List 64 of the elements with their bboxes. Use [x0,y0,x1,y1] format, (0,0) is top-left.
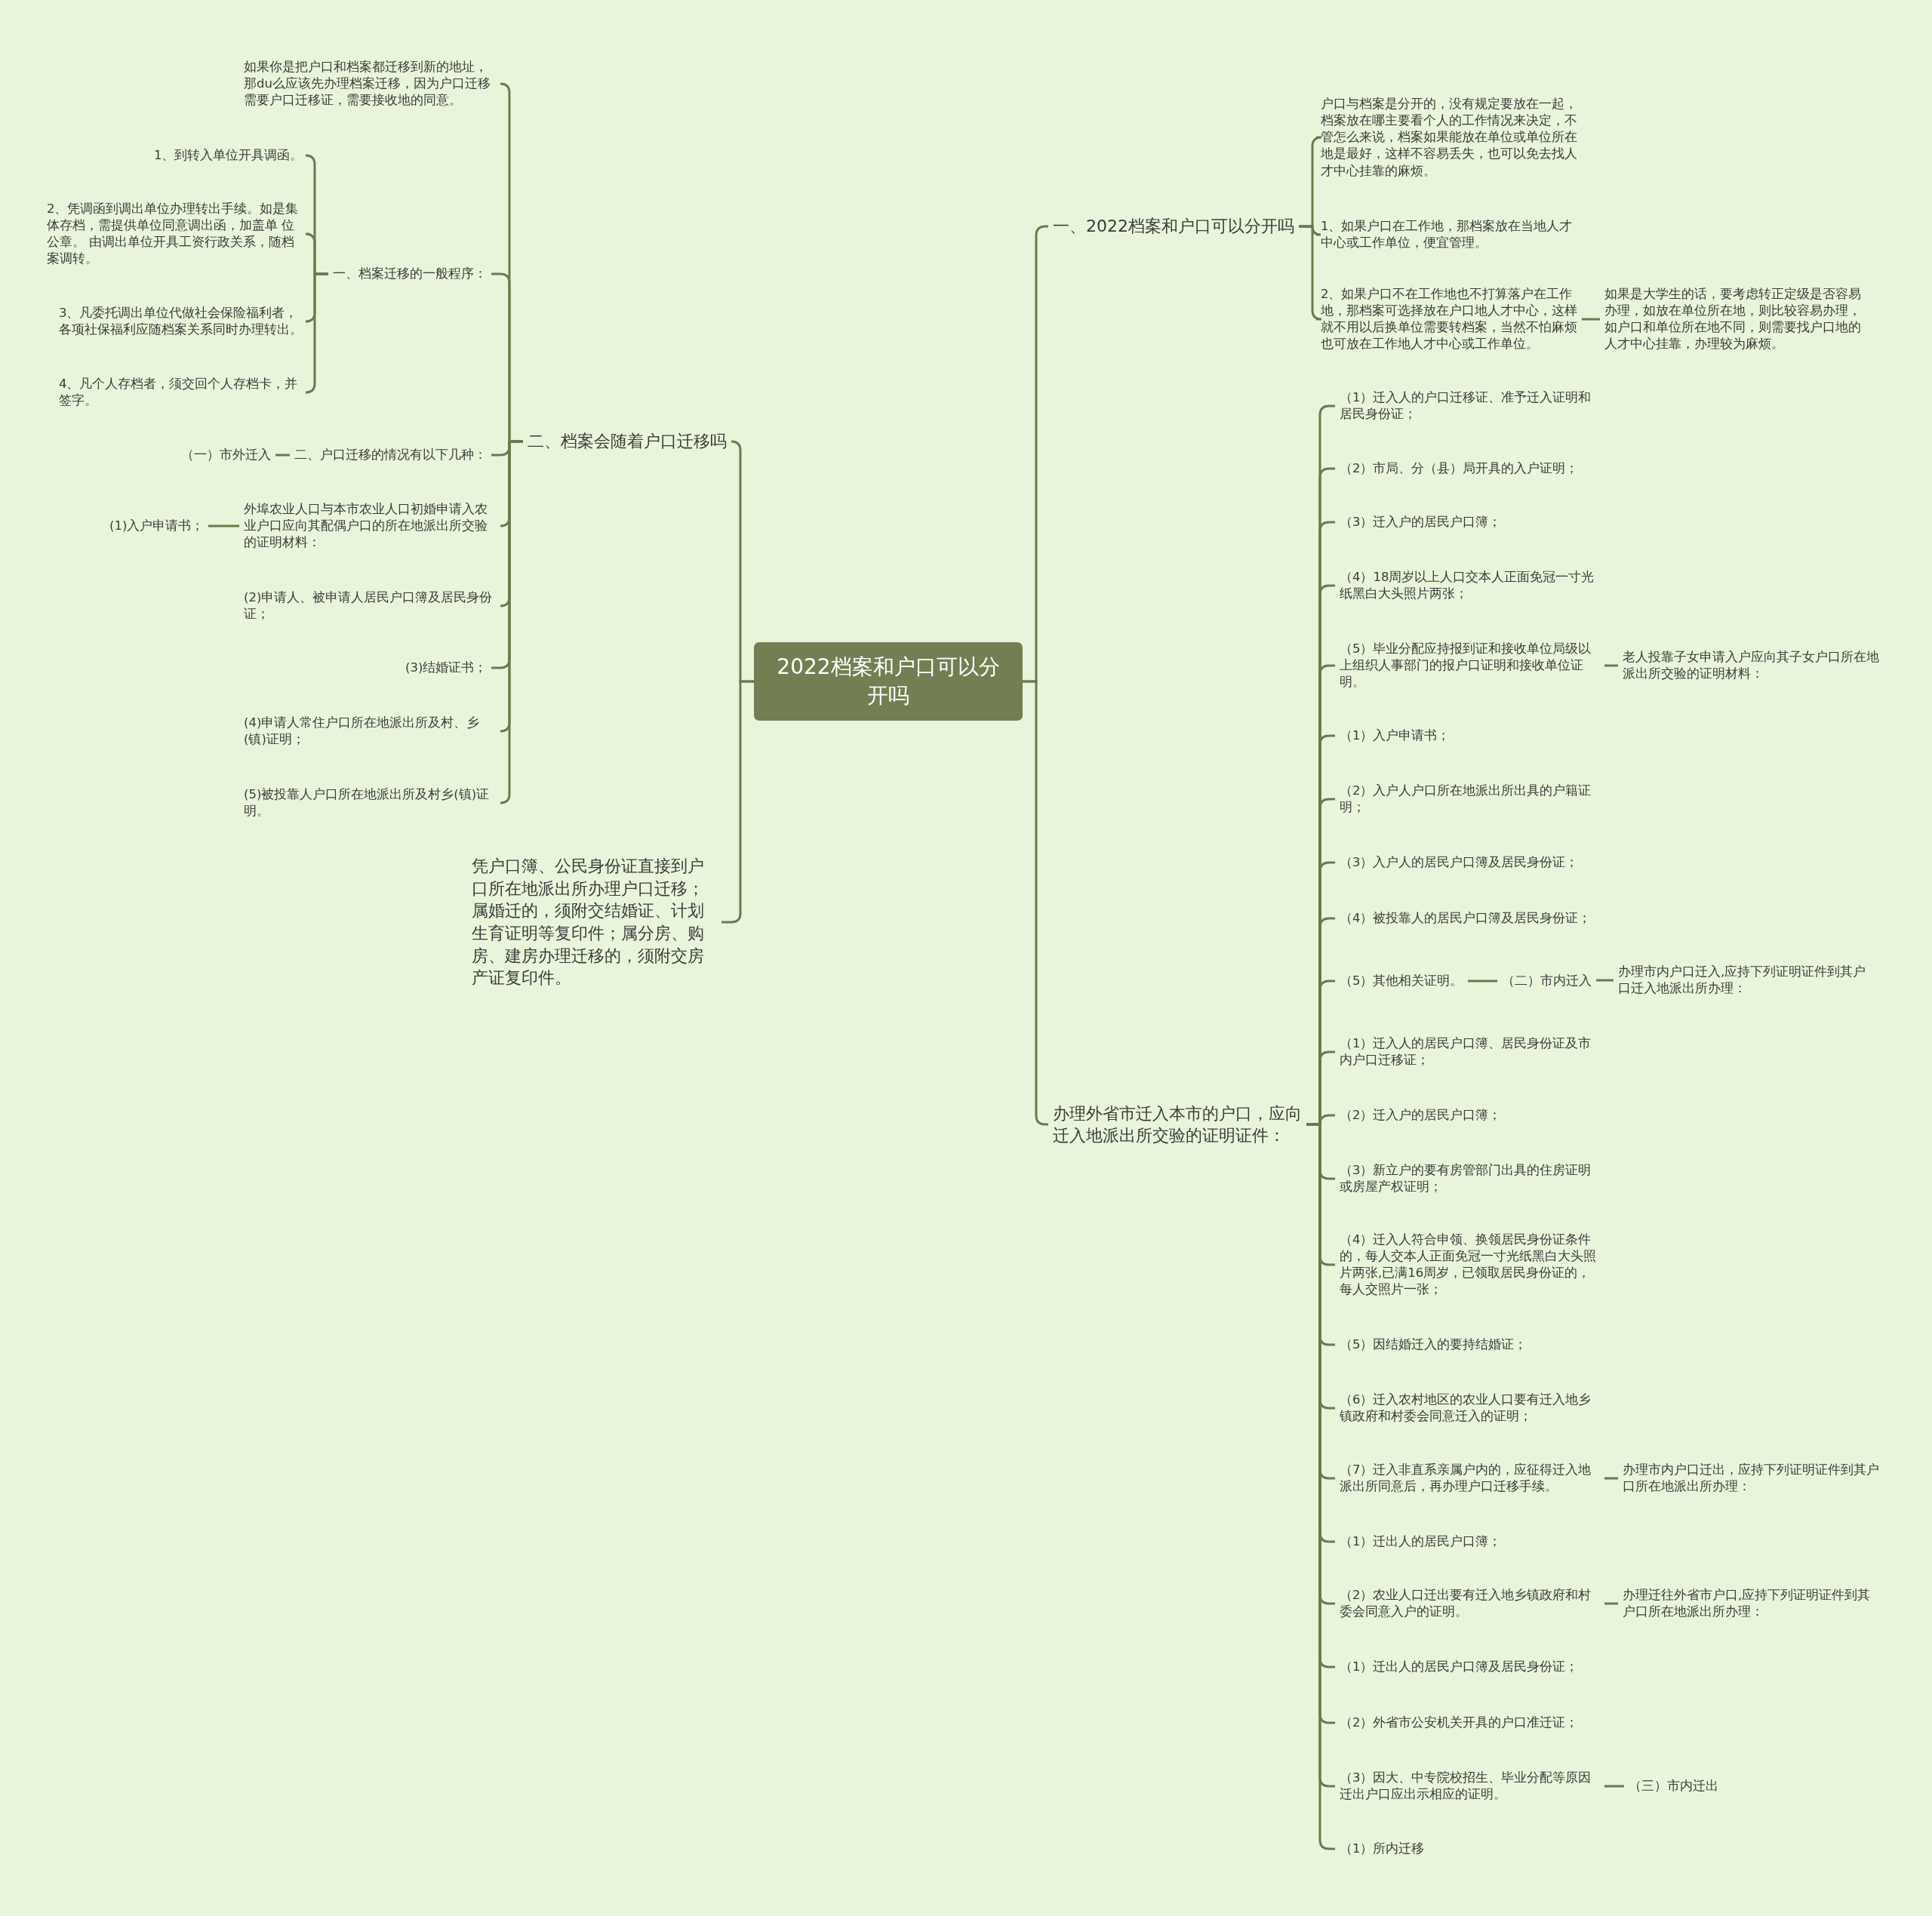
note-text: 一、档案迁移的一般程序： [333,266,487,283]
note-text: (1)入户申请书； [109,518,205,535]
note-text: （3）迁入户的居民户口簿； [1340,514,1600,531]
note-text: （6）迁入农村地区的农业人口要有迁入地乡镇政府和村委会同意迁入的证明； [1340,1391,1600,1425]
branch-label: 二、档案会随着户口迁移吗 [528,430,727,453]
connector-line [1604,1477,1618,1480]
note-text: （4）被投靠人的居民户口簿及居民身份证； [1340,910,1600,927]
note-text: （三）市内迁出 [1629,1778,1718,1795]
note-text: 2、凭调函到调出单位办理转出手续。如是集体存档，需提供单位同意调出函，加盖单 位公章。 由调出单位开具工资行政关系，随档案调转。 [47,200,305,268]
note-text: （4）迁入人符合申领、换领居民身份证条件的，每人交本人正面免冠一寸光纸黑白大头照片两张,已满16周岁，已领取居民身份证的，每人交照片一张； [1340,1231,1600,1299]
note-text: (4)申请人常住户口所在地派出所及村、乡(镇)证明； [244,714,497,749]
note-text: （2）入户人户口所在地派出所出具的户籍证明； [1340,782,1600,817]
note-text: （1）迁出人的居民户口簿； [1340,1533,1600,1551]
note-text: (5)被投靠人户口所在地派出所及村乡(镇)证明。 [244,786,497,820]
note-text: 二、户口迁移的情况有以下几种： [294,447,487,464]
note-text: （2）外省市公安机关开具的户口准迁证； [1340,1715,1600,1732]
central-topic-box: 2022档案和户口可以分开吗 [754,642,1023,721]
note-text: （1）迁入人的户口迁移证、准予迁入证明和居民身份证； [1340,389,1600,423]
note-text: （1）所内迁移 [1340,1841,1600,1858]
note-text: 办理市内户口迁入,应持下列证明证件到其户口迁入地派出所办理： [1618,963,1875,998]
branch-label: 凭户口簿、公民身份证直接到户口所在地派出所办理户口迁移；属婚迁的，须附交结婚证、计划生育证明等复印件；属分房、购房、建房办理迁移的，须附交房产证复印件。 [472,855,717,990]
note-text: （一）市外迁入 [181,447,271,464]
note-text: 户口与档案是分开的，没有规定要放在一起，档案放在哪主要看个人的工作情况来决定，不管怎么来说，档案如果能放在单位或单位所在地是最好，这样不容易丢失，也可以免去找人才中心挂靠的麻烦。 [1321,95,1577,180]
branch-label: 一、2022档案和户口可以分开吗 [1053,215,1294,238]
note-text: （5）其他相关证明。 [1340,973,1463,990]
note-text: 如果是大学生的话，要考虑转正定级是否容易办理，如放在单位所在地，则比较容易办理，如户口和单位所在地不同，则需要找户口地的人才中心挂靠，办理较为麻烦。 [1604,285,1861,353]
connector-line [304,272,328,394]
note-text: （1）入户申请书； [1340,727,1600,745]
note-text: （3）因大、中专院校招生、毕业分配等原因迁出户口应出示相应的证明。 [1340,1769,1600,1804]
connector-line [1596,979,1614,982]
note-text: （2）农业人口迁出要有迁入地乡镇政府和村委会同意入户的证明。 [1340,1586,1600,1621]
note-text: （1）迁入人的居民户口簿、居民身份证及市内户口迁移证； [1340,1035,1600,1069]
note-text: （2）市局、分（县）局开具的入户证明； [1340,460,1600,478]
note-text: 办理迁往外省市户口,应持下列证明证件到其户口所在地派出所办理： [1623,1586,1879,1621]
note-text: 1、到转入单位开具调函。 [154,147,303,165]
note-text: （5）因结婚迁入的要持结婚证； [1340,1336,1600,1354]
note-text: 老人投靠子女申请入户应向其子女户口所在地派出所交验的证明材料： [1623,648,1879,683]
note-text: 3、凡委托调出单位代做社会保险福利者，各项社保福利应随档案关系同时办理转出。 [59,304,304,339]
note-text: (3)结婚证书； [405,660,488,677]
connector-line [1604,1785,1624,1788]
connector-line [1582,318,1600,321]
branch-label: 办理外省市迁入本市的户口，应向迁入地派出所交验的证明证件： [1053,1102,1302,1147]
note-text: （3）入户人的居民户口簿及居民身份证； [1340,854,1600,872]
note-text: 如果你是把户口和档案都迁移到新的地址，那du么应该先办理档案迁移，因为户口迁移需要户口迁移证，需要接收地的同意。 [244,58,497,109]
note-text: 办理市内户口迁出，应持下列证明证件到其户口所在地派出所办理： [1623,1461,1879,1496]
note-text: 2、如果户口不在工作地也不打算落户在工作地，那档案可选择放在户口地人才中心，这样就不用以后换单位需要转档案，当然不怕麻烦也可放在工作地人才中心或工作单位。 [1321,285,1577,353]
note-text: 1、如果户口在工作地，那档案放在当地人才中心或工作单位，便宜管理。 [1321,217,1577,252]
note-text: （4）18周岁以上人口交本人正面免冠一寸光纸黑白大头照片两张； [1340,568,1600,603]
note-text: （2）迁入户的居民户口簿； [1340,1107,1600,1124]
note-text: 外埠农业人口与本市农业人口初婚申请入农业户口应向其配偶户口的所在地派出所交验的证明材料： [244,500,497,552]
note-text: （3）新立户的要有房管部门出具的住房证明或房屋产权证明； [1340,1161,1600,1196]
connector-line [208,524,239,527]
note-text: （5）毕业分配应持报到证和接收单位局级以上组织人事部门的报户口证明和接收单位证明。 [1340,640,1600,691]
note-text: (2)申请人、被申请人居民户口簿及居民身份证； [244,589,497,623]
connector-line [1299,225,1323,321]
connector-line [275,454,290,457]
note-text: 4、凡个人存档者，须交回个人存档卡，并签字。 [59,375,304,410]
note-text: （二）市内迁入 [1502,973,1592,990]
connector-line [1604,664,1618,667]
note-text: （7）迁入非直系亲属户内的，应征得迁入地派出所同意后，再办理户口迁移手续。 [1340,1461,1600,1496]
note-text: （1）迁出人的居民户口簿及居民身份证； [1340,1659,1600,1676]
connector-line [1604,1602,1618,1605]
connector-line [499,440,523,804]
connector-line [1468,980,1497,983]
